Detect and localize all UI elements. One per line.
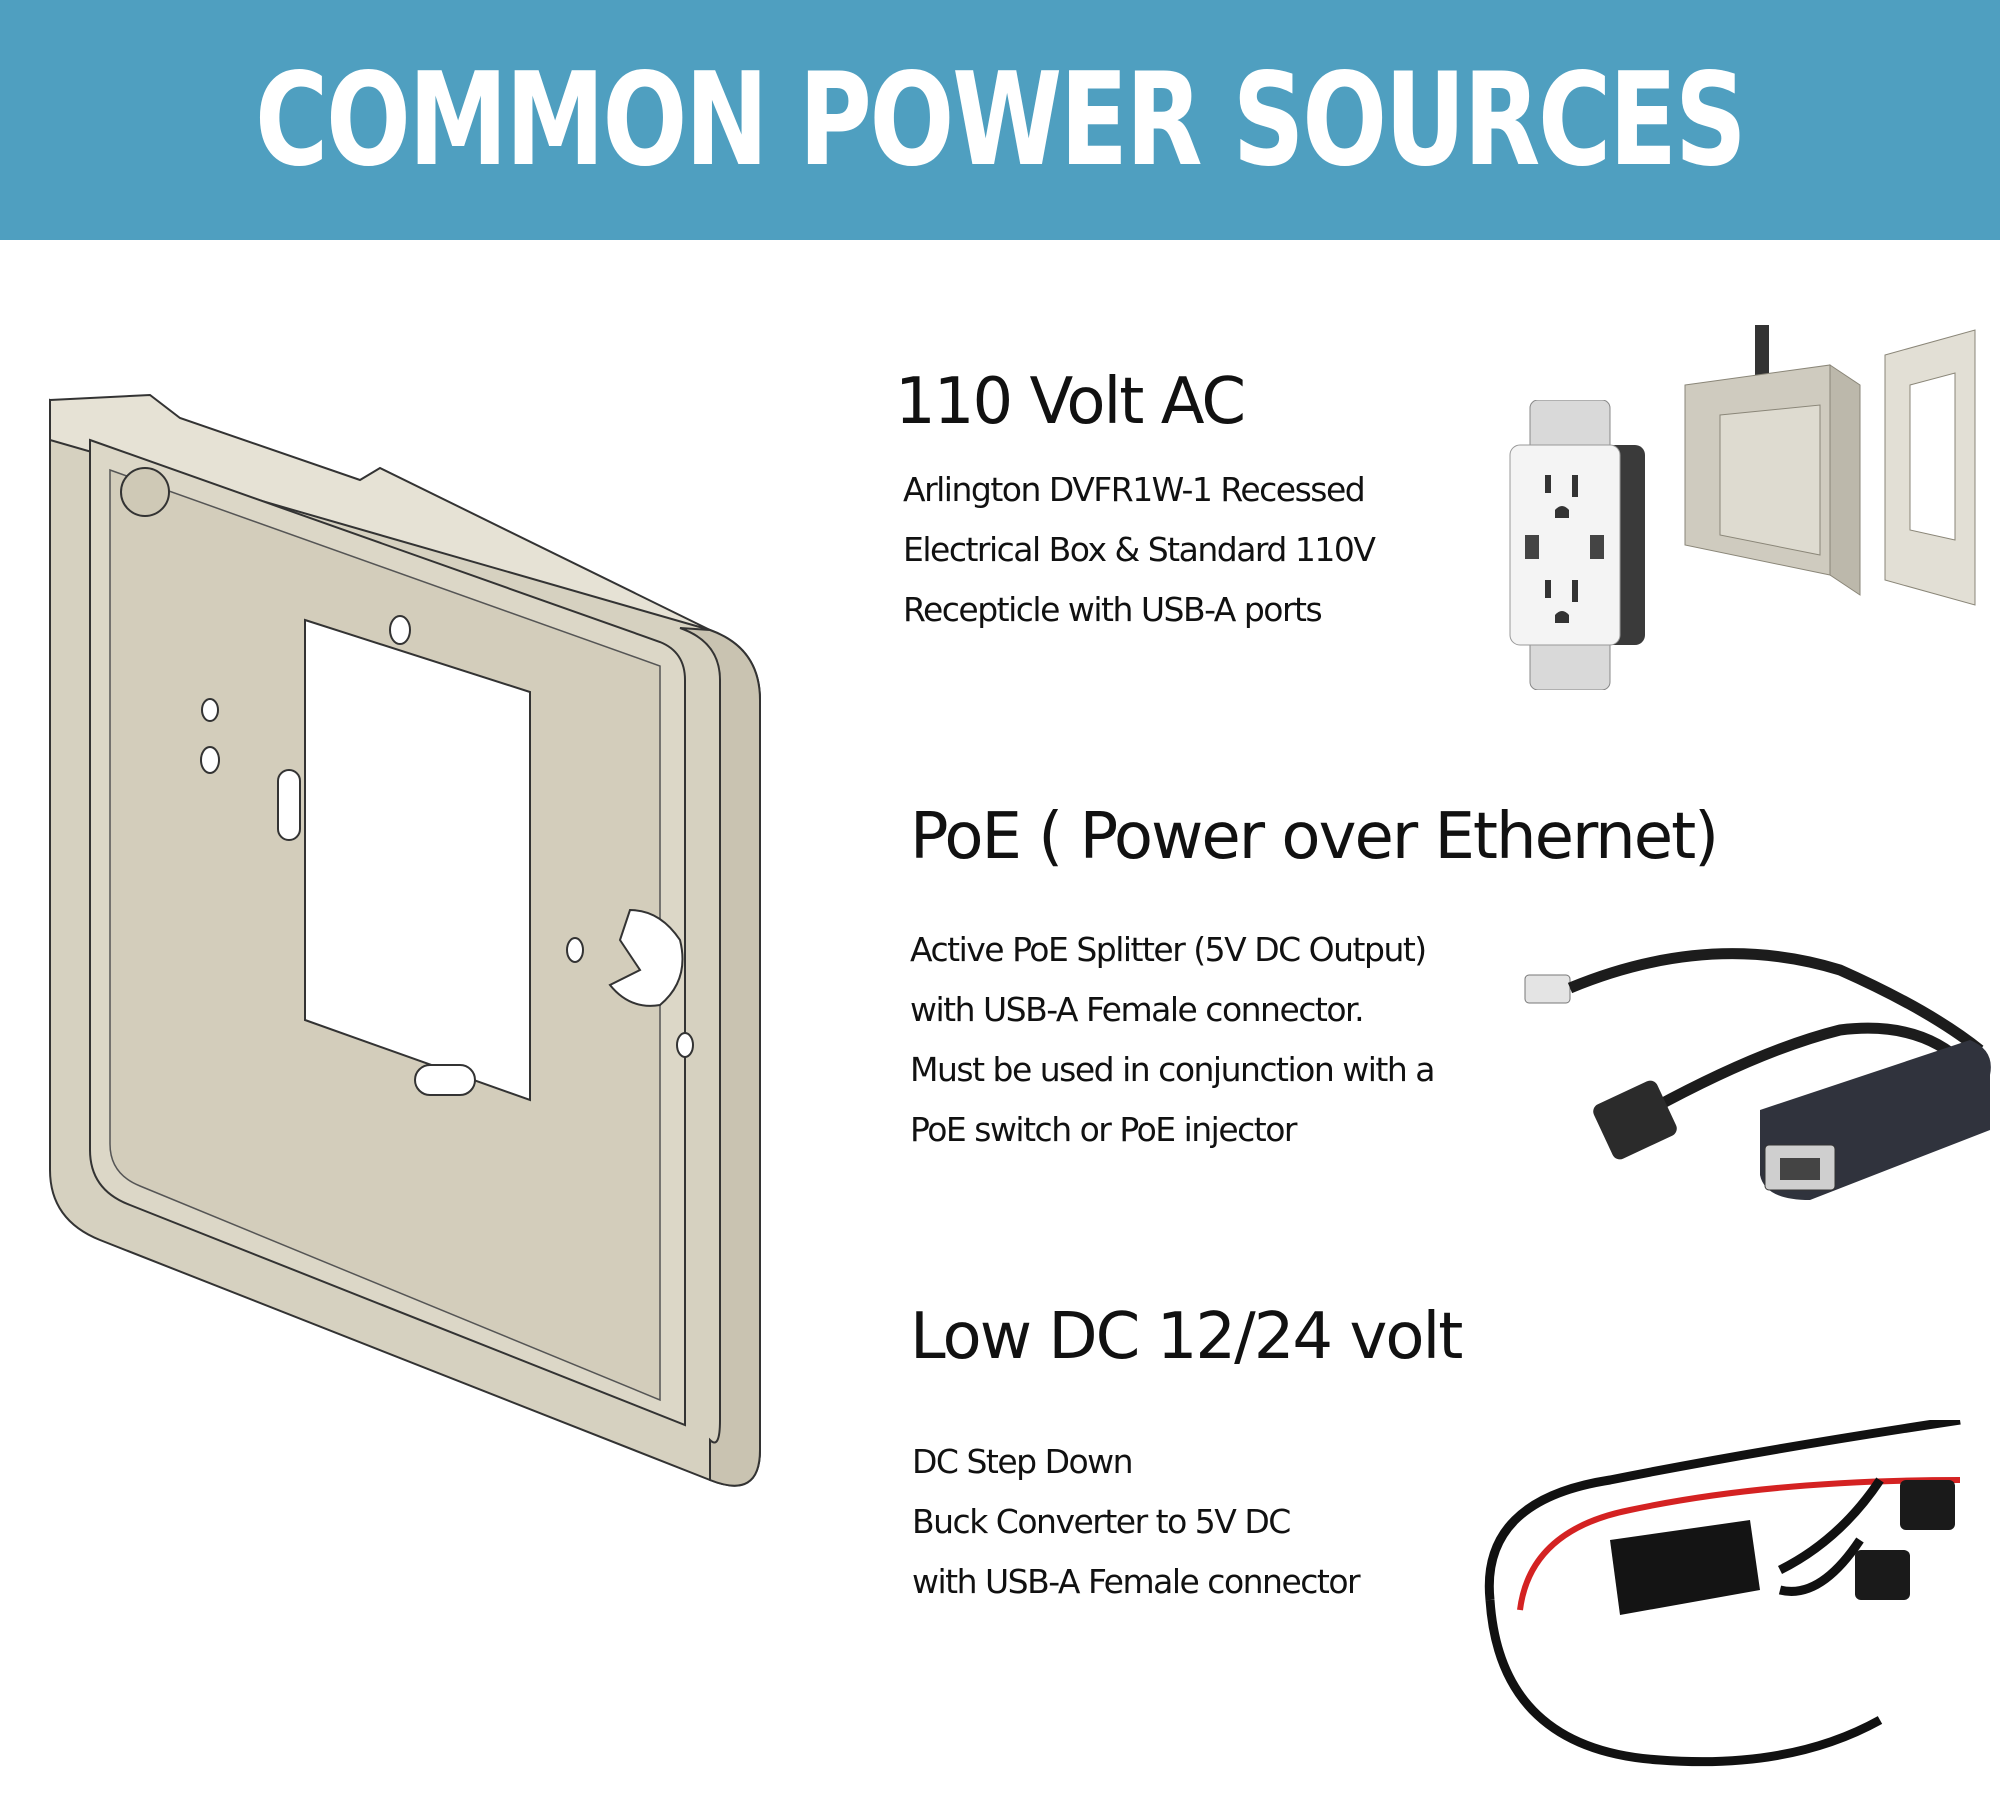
section-title-poe: PoE ( Power over Ethernet) xyxy=(910,800,1719,874)
section-body-poe: Active PoE Splitter (5V DC Output) with … xyxy=(910,920,1436,1160)
page-title: COMMON POWER SOURCES xyxy=(255,45,1747,195)
section-title-110v-ac: 110 Volt AC xyxy=(895,365,1246,439)
header-banner: COMMON POWER SOURCES xyxy=(0,0,2000,240)
section-line: DC Step Down xyxy=(912,1442,1134,1481)
recessed-electrical-box-image xyxy=(1684,325,1976,606)
section-line: with USB-A Female connector. xyxy=(910,990,1365,1029)
usb-outlet-receptacle-image xyxy=(1509,400,1645,690)
section-line: Buck Converter to 5V DC xyxy=(912,1502,1291,1541)
section-body-110v-ac: Arlington DVFR1W-1 Recessed Electrical B… xyxy=(903,460,1376,640)
section-line: Recepticle with USB-A ports xyxy=(903,590,1323,629)
section-line: Active PoE Splitter (5V DC Output) xyxy=(910,930,1427,969)
section-body-low-dc: DC Step Down Buck Converter to 5V DC wit… xyxy=(912,1432,1361,1612)
section-title-low-dc: Low DC 12/24 volt xyxy=(910,1300,1463,1374)
section-line: Electrical Box & Standard 110V xyxy=(903,530,1376,569)
section-line: Arlington DVFR1W-1 Recessed xyxy=(903,470,1366,509)
dc-buck-converter-image xyxy=(1484,1420,1961,1767)
section-line: PoE switch or PoE injector xyxy=(910,1110,1298,1149)
section-line: Must be used in conjunction with a xyxy=(910,1050,1436,1089)
wall-mount-frame-illustration xyxy=(49,393,761,1487)
poe-splitter-image xyxy=(1524,948,1991,1200)
section-line: with USB-A Female connector xyxy=(912,1562,1361,1601)
